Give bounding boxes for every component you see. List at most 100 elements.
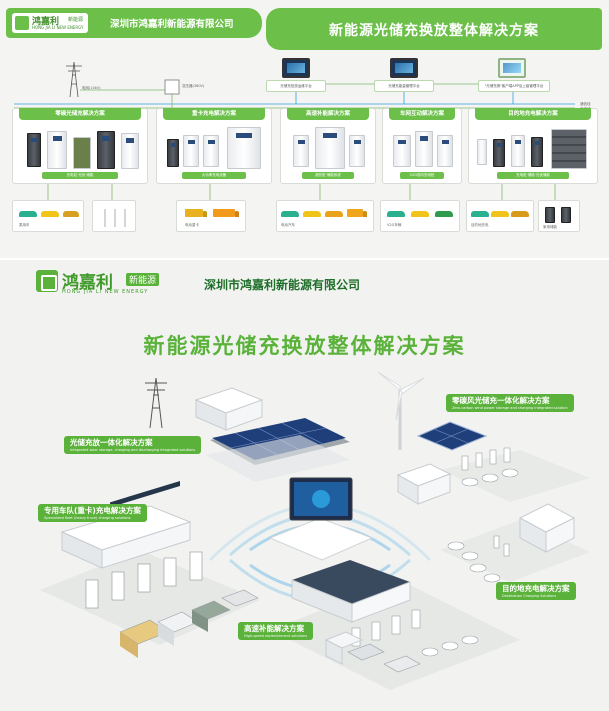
platform-monitor-icon	[390, 58, 418, 78]
solution-title: 重卡充电解决方案	[163, 108, 265, 120]
wind-turbine-icon	[104, 209, 126, 227]
logo-mark-icon	[15, 16, 29, 30]
top-architecture-panel: 鸿嘉利 新能源 HONG JIA LI NEW ENERGY 深圳市鸿嘉利新能源…	[0, 0, 609, 258]
car-icon	[471, 211, 489, 217]
app-label: 乘用车	[19, 223, 30, 227]
solution-footer: 充电站·光伏·储能	[42, 172, 118, 179]
solution-footer: 充电桩·储能·光伏储能	[497, 172, 569, 179]
charger-icon	[349, 135, 365, 167]
comm-line-label: 通信线	[580, 102, 591, 106]
truck-icon	[213, 209, 235, 217]
car-icon	[281, 211, 299, 217]
bottom-company-name: 深圳市鸿嘉利新能源有限公司	[204, 278, 361, 292]
charger-icon	[183, 135, 199, 167]
top-logo-en: HONG JIA LI NEW ENERGY	[32, 25, 84, 30]
battery-icon	[545, 207, 555, 223]
label-zero-carbon: 零碳风光储充一体化解决方案 Zero-carbon wind power sto…	[446, 394, 574, 412]
solution-footer: 超充桩·储能系统	[301, 172, 355, 179]
car-icon	[435, 211, 453, 217]
top-logo-cn: 鸿嘉利	[32, 17, 60, 27]
bottom-illustration-panel: 鸿嘉利 新能源 HONG JIA LI NEW ENERGY 深圳市鸿嘉利新能源…	[0, 260, 609, 711]
power-pylon-icon	[66, 61, 82, 98]
highway-vehicles-icon	[347, 635, 479, 673]
house-icon	[518, 503, 576, 553]
mobile-storage-icon	[324, 631, 364, 665]
pv-inverter-icon	[73, 137, 91, 169]
solution-footer: V2G双向充电桩	[400, 172, 444, 179]
label-fleet: 专用车队(重卡)充电解决方案 Specialized fleet (heavy …	[38, 504, 147, 522]
wind-turbine-icon	[377, 371, 425, 450]
solution-title: 零碳光储充解决方案	[19, 108, 141, 120]
charger-icon	[511, 135, 525, 167]
car-icon	[303, 211, 321, 217]
transformer-label: 变压器(380V)	[182, 84, 205, 88]
app-heavy-trucks: 电动重卡	[176, 200, 246, 232]
car-icon	[41, 211, 59, 217]
platform-ems: 光储充能量管理平台	[374, 80, 434, 92]
app-label: 电动重卡	[185, 223, 199, 227]
wallbox-icon	[477, 139, 487, 165]
charger-icon	[531, 137, 543, 167]
bottom-logo-tag: 新能源	[126, 273, 160, 286]
top-logo: 鸿嘉利 新能源 HONG JIA LI NEW ENERGY	[12, 13, 88, 33]
charger-icon	[293, 135, 309, 167]
solution-highway: 高速补能解决方案 超充桩·储能系统	[280, 108, 376, 184]
heavy-charger-row-icon	[85, 551, 203, 609]
solution-v2g: 车网互动解决方案 V2G双向充电桩	[382, 108, 462, 184]
parked-cars-icon	[447, 541, 501, 583]
power-pylon-icon	[145, 377, 167, 429]
bottom-logo-cn: 鸿嘉利	[62, 273, 113, 293]
label-destination: 目的地充电解决方案 Destination Charging Solutions	[496, 582, 576, 600]
transformer-icon	[164, 79, 180, 95]
container-office-icon	[60, 480, 192, 569]
v2g-charger-icon	[437, 135, 453, 167]
battery-icon	[561, 207, 571, 223]
power-cabinet-icon	[227, 127, 261, 169]
mobile-app-icon	[498, 58, 526, 78]
logo-mark-icon	[36, 270, 58, 292]
car-row-icon	[461, 468, 519, 487]
truck-icon	[347, 209, 363, 217]
app-v2g-vehicles: V2G车辆	[380, 200, 460, 232]
app-label: V2G车辆	[387, 223, 402, 227]
top-logo-tag: 新能源	[68, 17, 84, 23]
mobile-storage-truck-icon	[396, 463, 452, 505]
label-highway: 高速补能解决方案 High-speed replenishment soluti…	[238, 622, 314, 640]
car-icon	[325, 211, 343, 217]
top-header-left: 鸿嘉利 新能源 HONG JIA LI NEW ENERGY 深圳市鸿嘉利新能源…	[6, 8, 262, 38]
dump-truck-icon	[185, 209, 203, 217]
battery-cabinet-icon	[97, 131, 115, 169]
service-station-icon	[291, 560, 411, 623]
solution-title: 高速补能解决方案	[287, 108, 369, 120]
app-label: 电动汽车	[281, 223, 295, 227]
battery-rack-icon	[551, 129, 587, 169]
storage-container-icon	[194, 387, 264, 431]
truck-row-icon	[157, 589, 259, 646]
solution-footer: 大功率充电设备	[182, 172, 246, 179]
wallbox-row-icon	[493, 535, 510, 557]
car-icon	[387, 211, 405, 217]
solar-carport-icon	[205, 418, 350, 482]
app-highway-vehicles: 电动汽车	[276, 200, 374, 232]
solution-title: 目的地充电解决方案	[475, 108, 591, 120]
car-icon	[511, 211, 529, 217]
solution-zero-carbon: 零碳光储充解决方案 充电站·光伏·储能	[12, 108, 148, 184]
top-title: 新能源光储充换放整体解决方案	[329, 23, 539, 39]
top-header-right: 新能源光储充换放整体解决方案	[266, 8, 602, 50]
charger-row-icon	[461, 447, 511, 471]
car-icon	[491, 211, 509, 217]
app-wind-solar	[92, 200, 136, 232]
car-icon	[411, 211, 429, 217]
charger-icon	[203, 135, 219, 167]
app-passenger-cars: 乘用车	[12, 200, 84, 232]
platform-ops: 光储充检放运维平台	[266, 80, 326, 92]
car-icon	[63, 211, 79, 217]
storage-cabinet-icon	[121, 133, 139, 169]
solution-destination: 目的地充电解决方案 充电桩·储能·光伏储能	[468, 108, 598, 184]
charger-icon	[167, 139, 179, 167]
app-label: 目的地充电	[471, 223, 489, 227]
v2g-charger-icon	[393, 135, 411, 167]
platform-monitor-icon	[282, 58, 310, 78]
platform-app: "光储充换"客户端APP及上级管理平台	[478, 80, 550, 92]
app-label: 家用储能	[543, 225, 557, 229]
